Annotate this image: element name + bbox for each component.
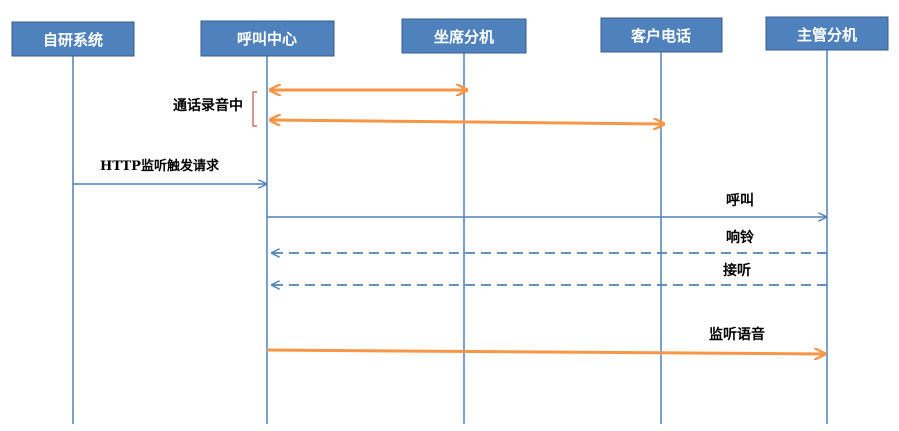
actor-self-dev: 自研系统	[11, 21, 135, 57]
recording-bracket	[252, 91, 257, 127]
actor-call-center: 呼叫中心	[200, 20, 335, 57]
actor-customer-phone: 客户电话	[600, 17, 723, 53]
actor-label-agent-ext: 坐席分机	[434, 28, 494, 46]
message-label-ringing: 响铃	[726, 229, 754, 246]
actor-label-supervisor-ext: 主管分机	[797, 26, 857, 44]
message-label-answer: 接听	[723, 262, 751, 279]
annotation-call-recording: 通话录音中	[173, 97, 243, 114]
actor-agent-ext: 坐席分机	[401, 18, 527, 54]
message-label-call: 呼叫	[726, 192, 754, 209]
message-arrow-call-center-customer	[270, 120, 664, 124]
message-label-monitor-voice: 监听语音	[709, 326, 765, 343]
actor-label-customer-phone: 客户电话	[630, 27, 691, 45]
message-label-http-request: HTTP监听触发请求	[100, 158, 220, 174]
actor-supervisor-ext: 主管分机	[765, 16, 889, 51]
actor-label-self-dev: 自研系统	[43, 31, 103, 49]
actor-label-call-center: 呼叫中心	[237, 30, 297, 48]
message-arrow-monitor-voice	[266, 350, 825, 354]
